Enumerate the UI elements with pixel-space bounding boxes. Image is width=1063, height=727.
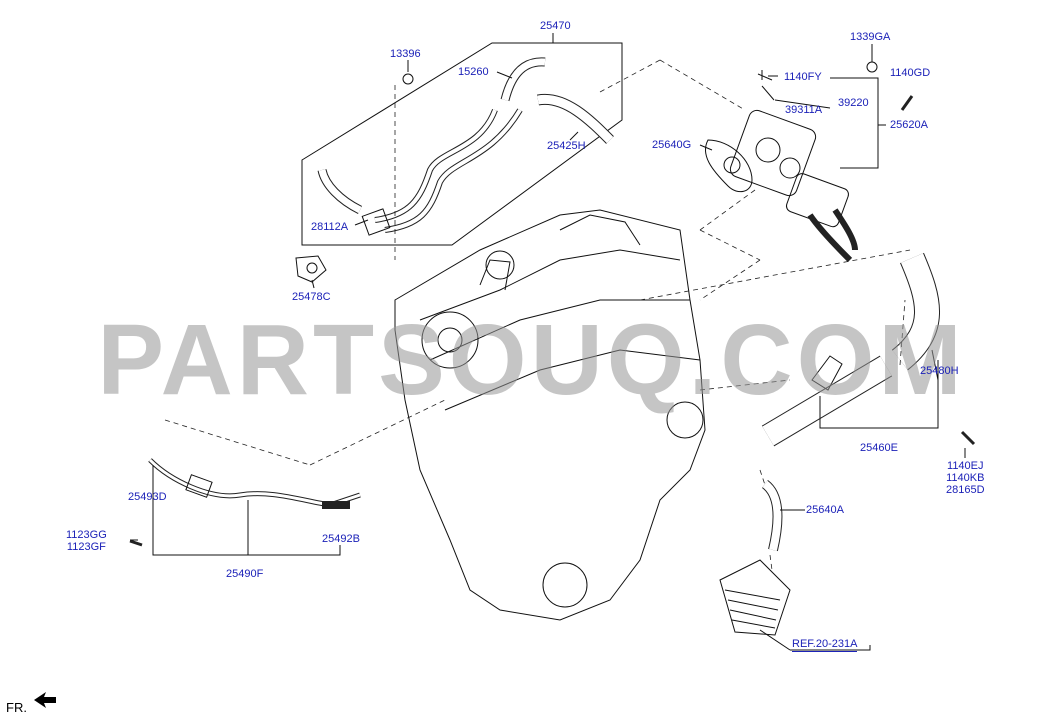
bolt-1140EJ — [960, 430, 976, 446]
callout-25640G[interactable]: 25640G — [652, 139, 692, 151]
callout-1339GA[interactable]: 1339GA — [850, 31, 891, 43]
nut-13396 — [402, 73, 414, 85]
callout-25460E[interactable]: 25460E — [860, 442, 898, 454]
front-orientation-label: FR. — [6, 700, 27, 715]
thermostat-housing — [729, 109, 817, 197]
callout-25490F[interactable]: 25490F — [226, 568, 264, 580]
gasket-25640G — [705, 139, 753, 193]
callout-1140EJ-group[interactable]: 1140EJ 1140KB 28165D — [946, 460, 985, 496]
callout-1123GG-group[interactable]: 1123GG 1123GF — [66, 529, 107, 553]
sensor-39220 — [761, 85, 775, 101]
bolt-1140FY — [757, 70, 773, 81]
callout-25493D[interactable]: 25493D — [128, 491, 167, 503]
flange-block — [361, 208, 391, 236]
callout-25478C[interactable]: 25478C — [292, 291, 331, 303]
gasket-25478C — [295, 255, 327, 283]
bolt-1140GD — [900, 95, 914, 111]
callout-25480H[interactable]: 25480H — [920, 365, 959, 377]
assembly-frame-25470 — [301, 42, 623, 246]
front-arrow-icon — [34, 692, 56, 708]
callout-1140FY[interactable]: 1140FY — [784, 71, 822, 83]
reference-link[interactable]: REF.20-231A — [792, 638, 858, 652]
bolt-1123GG — [129, 539, 143, 547]
callout-25620A[interactable]: 25620A — [890, 119, 928, 131]
engine-block — [394, 209, 706, 621]
callout-25640A[interactable]: 25640A — [806, 504, 844, 516]
callout-28112A[interactable]: 28112A — [311, 221, 349, 233]
washer-1339GA — [866, 61, 878, 73]
callout-13396[interactable]: 13396 — [390, 48, 421, 60]
bracket-25460E — [811, 355, 843, 391]
callout-25470[interactable]: 25470 — [540, 20, 571, 32]
oil-cooler — [719, 559, 791, 636]
callout-39220[interactable]: 39220 — [838, 97, 869, 109]
bracket-25493D — [185, 474, 213, 498]
callout-15260[interactable]: 15260 — [458, 66, 489, 78]
callout-1140GD[interactable]: 1140GD — [890, 67, 931, 79]
callout-25425H[interactable]: 25425H — [547, 140, 586, 152]
callout-39311A[interactable]: 39311A — [785, 104, 823, 116]
callout-25492B[interactable]: 25492B — [322, 533, 360, 545]
